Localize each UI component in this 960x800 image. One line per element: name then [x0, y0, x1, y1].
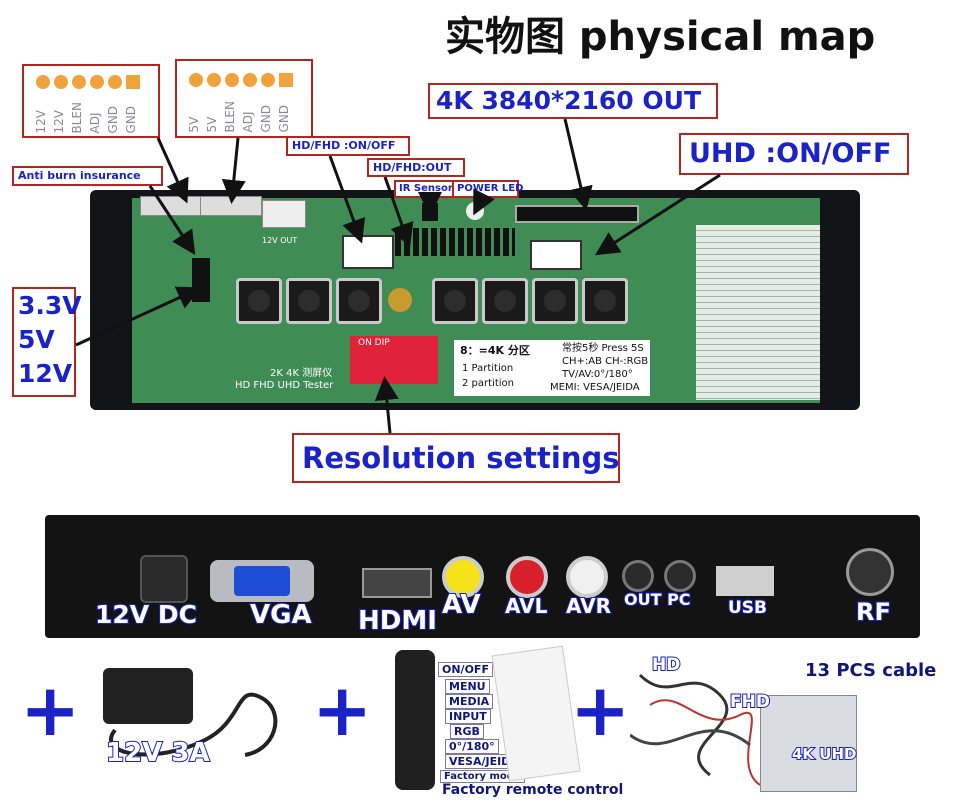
usb-port: [716, 566, 774, 596]
callout-anti-burn: Anti burn insurance: [12, 166, 163, 186]
info-line: 8：=4K 分区: [460, 344, 530, 357]
port-label: OUT PC: [623, 589, 692, 610]
pc-port: [664, 560, 696, 592]
remote-label: RGB: [450, 724, 484, 739]
voltage-value: 3.3V: [18, 291, 82, 320]
dip-switch[interactable]: [350, 336, 438, 384]
board-button[interactable]: [482, 278, 528, 324]
dc-jack: [140, 555, 188, 603]
port-label: AV: [441, 589, 482, 621]
cable-label: 4K UHD: [791, 744, 857, 764]
ffc-cable: [760, 695, 857, 792]
power-adapter: [103, 668, 193, 724]
board-out-label: 12V OUT: [262, 236, 298, 245]
callout-resolution: Resolution settings: [292, 433, 620, 483]
remote-label: MEDIA: [445, 694, 494, 709]
remote-control: [395, 650, 435, 790]
plus-icon: +: [570, 668, 631, 752]
pin-dots: [189, 73, 293, 87]
adapter-label: 12V 3A: [105, 737, 211, 769]
board-button[interactable]: [582, 278, 628, 324]
hdmi-port: [362, 568, 432, 598]
port-label: HDMI: [357, 605, 438, 637]
rf-port: [846, 548, 894, 596]
info-line: 常按5秒 Press 5S: [562, 343, 644, 354]
cable-label: HD: [651, 654, 681, 676]
pin-dots: [36, 75, 140, 89]
callout-4k-out: 4K 3840*2160 OUT: [428, 83, 718, 119]
callout-voltage: 3.3V 5V 12V: [12, 287, 82, 397]
voltage-value: 12V: [18, 359, 73, 388]
vga-port: [210, 560, 314, 602]
callout-hd-fhd-out: HD/FHD:OUT: [367, 158, 465, 177]
cable-label: 13 PCS cable: [805, 660, 937, 681]
port-label: AVL: [504, 593, 548, 619]
board-subname: HD FHD UHD Tester: [235, 380, 334, 391]
info-line: MEMI: VESA/JEIDA: [550, 382, 640, 393]
resolution-table: [696, 225, 820, 400]
avl-port: [506, 556, 548, 598]
board-button[interactable]: [432, 278, 478, 324]
header-pins: [395, 228, 515, 256]
info-card: 8：=4K 分区 1 Partition 2 partition 常按5秒 Pr…: [454, 340, 650, 396]
remote-label: 0°/180°: [445, 739, 499, 754]
mount-hole: [388, 288, 412, 312]
out-port: [622, 560, 654, 592]
connector-strip: [262, 200, 306, 228]
voltage-value: 5V: [18, 325, 55, 354]
board-name: 2K 4K 测屏仪: [270, 368, 333, 379]
cable-label: FHD: [729, 691, 771, 713]
remote-label: VESA/JEIDA: [445, 754, 523, 769]
board-button[interactable]: [236, 278, 282, 324]
board-button[interactable]: [286, 278, 332, 324]
port-label: RF: [855, 597, 892, 627]
info-line: TV/AV:0°/180°: [562, 369, 633, 380]
board-button[interactable]: [336, 278, 382, 324]
slide-switch[interactable]: [530, 240, 582, 270]
info-line: 2 partition: [462, 378, 514, 389]
callout-hd-fhd-switch: HD/FHD :ON/OFF: [286, 136, 410, 156]
port-label: AVR: [565, 593, 612, 619]
av-port: [442, 556, 484, 598]
plus-icon: +: [312, 668, 373, 752]
connector-pinout-12v: 12V 12V BLEN ADJ GND GND: [22, 64, 160, 138]
callout-uhd-switch: UHD :ON/OFF: [679, 133, 909, 175]
adapter-cable: [109, 692, 278, 757]
remote-label: MENU: [445, 679, 490, 694]
port-label: 12V DC: [94, 599, 198, 630]
dip-label: ON DIP: [358, 338, 390, 348]
port-label: USB: [727, 597, 768, 619]
port-label: VGA: [249, 599, 313, 631]
info-line: CH+:AB CH-:RGB: [562, 356, 649, 367]
remote-label: INPUT: [445, 709, 491, 724]
connector-pinout-5v: 5V 5V BLEN ADJ GND GND: [175, 59, 313, 138]
remote-caption: Factory remote control: [442, 782, 624, 798]
remote-label: ON/OFF: [438, 662, 493, 677]
page-title: 实物图 physical map: [445, 14, 876, 60]
cable-bundle: [630, 673, 761, 786]
plus-icon: +: [20, 668, 81, 752]
info-line: 1 Partition: [462, 363, 514, 374]
board-button[interactable]: [532, 278, 578, 324]
avr-port: [566, 556, 608, 598]
